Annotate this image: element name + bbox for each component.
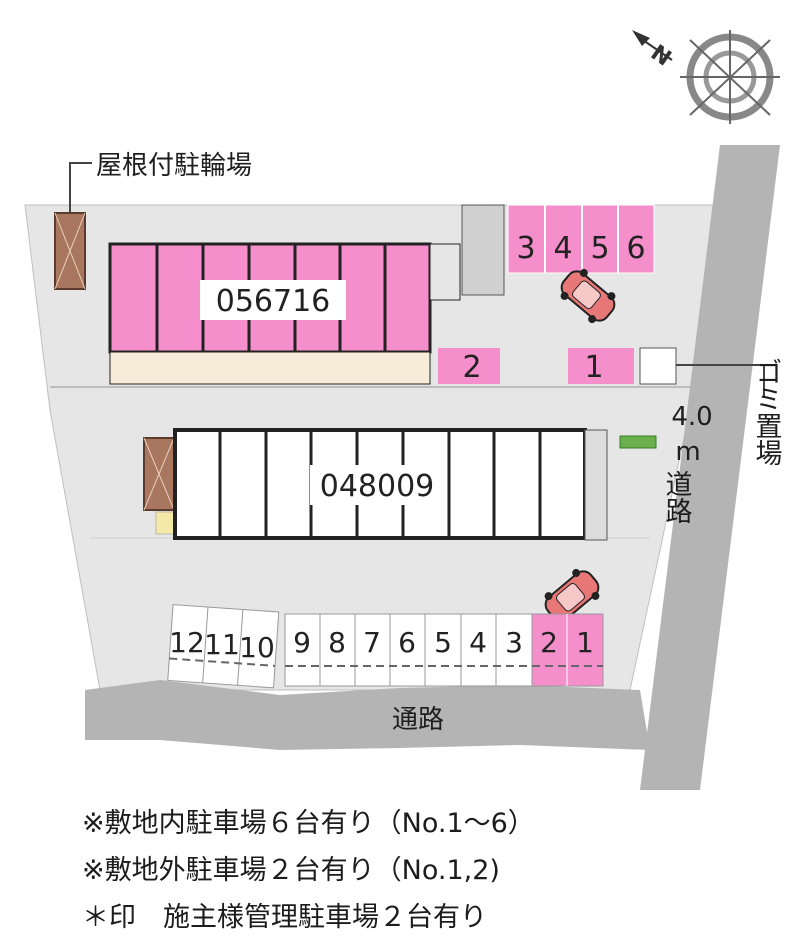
parking-outer-4: 4 bbox=[469, 626, 487, 659]
note-line: ※敷地外駐車場２台有り（No.1,2) bbox=[82, 855, 500, 886]
parking-outer-3: 3 bbox=[505, 626, 523, 659]
site-map: N 屋根付駐輪場 056716 bbox=[24, 30, 783, 790]
parking-inner-slot-1 bbox=[568, 348, 634, 384]
parking-outer-row bbox=[167, 604, 604, 689]
garbage-label: ゴミ置場 bbox=[751, 358, 783, 466]
parking-outer-5: 5 bbox=[434, 626, 452, 659]
parking-inner-1: 1 bbox=[584, 350, 603, 385]
road-side-label: 道路 bbox=[661, 470, 692, 524]
building-south bbox=[173, 428, 608, 541]
car-icon bbox=[560, 268, 616, 324]
parking-outer-11: 11 bbox=[204, 628, 240, 661]
building-south-number: 048009 bbox=[320, 469, 435, 504]
side-road bbox=[640, 145, 780, 790]
parking-outer-2: 2 bbox=[540, 626, 558, 659]
parking-outer-12: 12 bbox=[169, 626, 205, 659]
parking-inner-5: 5 bbox=[590, 231, 609, 266]
parking-inner-4: 4 bbox=[553, 231, 572, 266]
parking-outer-1: 1 bbox=[576, 626, 594, 659]
parking-inner-3: 3 bbox=[516, 231, 535, 266]
garbage-area bbox=[639, 347, 677, 385]
road-bottom-label: 通路 bbox=[392, 705, 444, 735]
building-north-number: 056716 bbox=[216, 284, 331, 319]
road-width-unit: m bbox=[675, 437, 700, 467]
parking-inner-6: 6 bbox=[626, 231, 645, 266]
bike-shelter-south bbox=[143, 437, 175, 535]
bike-shelter-north bbox=[54, 212, 86, 290]
parking-outer-6: 6 bbox=[398, 626, 416, 659]
parking-inner-slot-2 bbox=[438, 348, 500, 384]
compass-icon bbox=[632, 30, 780, 124]
parking-outer-10: 10 bbox=[239, 631, 275, 664]
parking-outer-9: 9 bbox=[293, 626, 311, 659]
parking-inner-top bbox=[507, 204, 655, 274]
bottom-road bbox=[85, 680, 650, 750]
parking-inner-2: 2 bbox=[462, 350, 481, 385]
notes: ※敷地内駐車場６台有り（No.1～6） ※敷地外駐車場２台有り（No.1,2) … bbox=[82, 800, 535, 941]
parking-outer-8: 8 bbox=[328, 626, 346, 659]
road-width-value: 4.0 bbox=[671, 402, 712, 432]
parking-outer-7: 7 bbox=[363, 626, 381, 659]
note-line: ※敷地内駐車場６台有り（No.1～6） bbox=[82, 808, 535, 839]
building-north bbox=[108, 204, 505, 385]
note-line: ＊印 施主様管理駐車場２台有り bbox=[82, 902, 487, 933]
bike-parking-label: 屋根付駐輪場 bbox=[96, 151, 252, 181]
